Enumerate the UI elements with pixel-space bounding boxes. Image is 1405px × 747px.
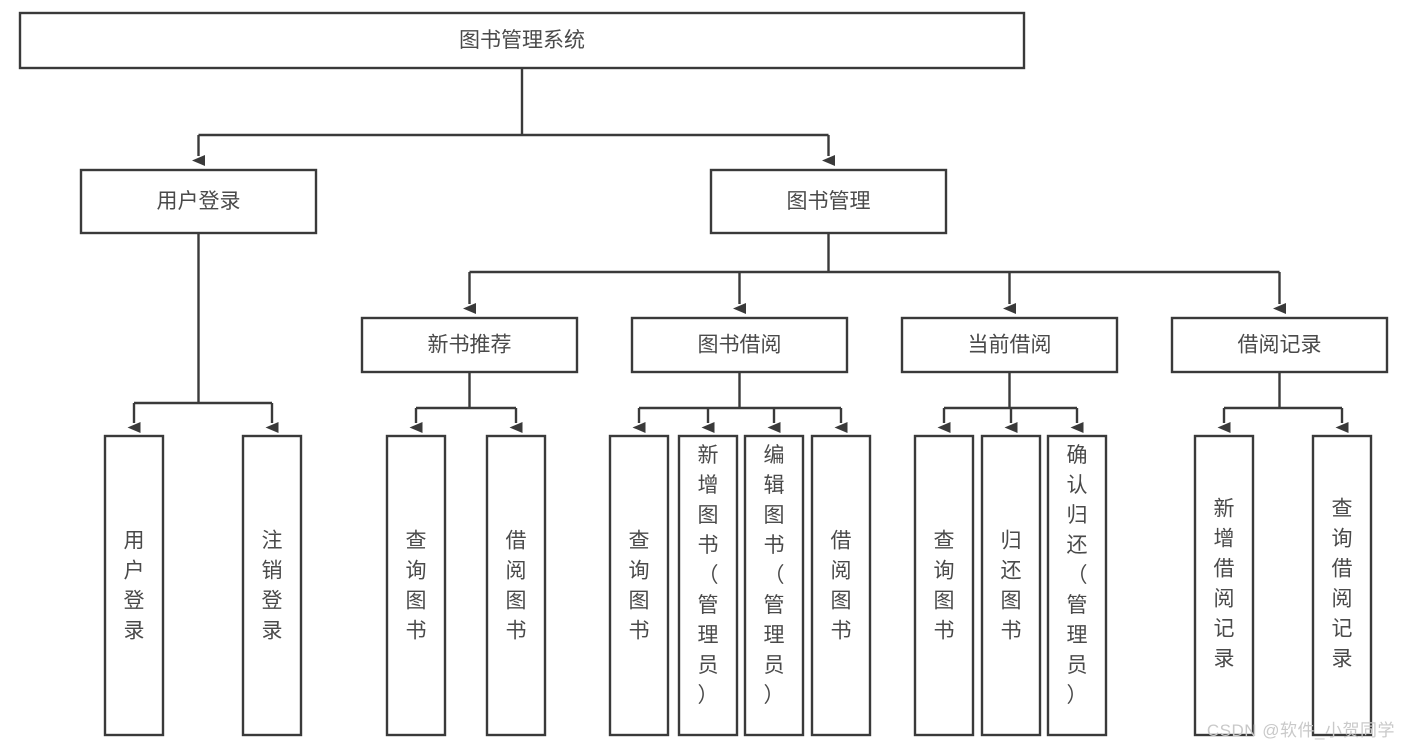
- node-book-management-label: 图书管理: [787, 190, 871, 213]
- leaf-leaf-borrow-book-recommend-label: 借阅图书: [506, 530, 527, 643]
- leaf-leaf-query-book-current-box: [913, 434, 975, 737]
- leaf-leaf-user-login-label: 用户登录: [124, 530, 145, 643]
- node-user-login-label: 用户登录: [157, 190, 241, 213]
- leaf-leaf-query-book-borrow-label: 查询图书: [629, 530, 650, 643]
- leaf-leaf-add-book-admin[interactable]: 新增图书（管理员）: [677, 434, 739, 737]
- leaf-leaf-query-borrow-record[interactable]: 查询借阅记录: [1311, 434, 1373, 737]
- leaf-leaf-edit-book-admin-label: 编辑图书（管理员）: [764, 444, 785, 707]
- node-book-management[interactable]: 图书管理: [709, 168, 948, 235]
- leaf-leaf-query-book-recommend-label: 查询图书: [406, 530, 427, 643]
- leaf-leaf-return-book[interactable]: 归还图书: [980, 434, 1042, 737]
- leaf-leaf-query-borrow-record-label: 查询借阅记录: [1332, 498, 1353, 671]
- leaf-leaf-query-book-borrow-box: [608, 434, 670, 737]
- leaf-leaf-add-book-admin-label: 新增图书（管理员）: [698, 444, 719, 707]
- leaf-leaf-add-borrow-record[interactable]: 新增借阅记录: [1193, 434, 1255, 737]
- leaf-leaf-confirm-return-admin-label: 确认归还（管理员）: [1067, 444, 1088, 707]
- connector-layer: [127, 68, 1349, 433]
- leaf-leaf-borrow-book-recommend-box: [485, 434, 547, 737]
- leaf-leaf-edit-book-admin-box: [743, 434, 805, 737]
- leaf-leaf-user-login[interactable]: 用户登录: [103, 434, 165, 737]
- leaf-leaf-query-borrow-record-box: [1311, 434, 1373, 737]
- node-root-box: [18, 11, 1026, 70]
- leaf-leaf-edit-book-admin[interactable]: 编辑图书（管理员）: [743, 434, 805, 737]
- node-borrow-record[interactable]: 借阅记录: [1170, 316, 1389, 374]
- node-new-book-recommend-box: [360, 316, 579, 374]
- node-current-borrow[interactable]: 当前借阅: [900, 316, 1119, 374]
- node-book-borrow-label: 图书借阅: [698, 334, 782, 357]
- watermark-text: CSDN @软件_小贺同学: [1206, 721, 1395, 740]
- leaf-leaf-return-book-label: 归还图书: [1001, 530, 1022, 643]
- leaf-leaf-add-borrow-record-box: [1193, 434, 1255, 737]
- node-book-borrow[interactable]: 图书借阅: [630, 316, 849, 374]
- leaf-leaf-return-book-box: [980, 434, 1042, 737]
- node-book-management-box: [709, 168, 948, 235]
- node-current-borrow-box: [900, 316, 1119, 374]
- node-new-book-recommend-label: 新书推荐: [428, 334, 512, 357]
- node-borrow-record-label: 借阅记录: [1238, 334, 1322, 357]
- leaf-leaf-logout-label: 注销登录: [262, 530, 283, 643]
- node-book-borrow-box: [630, 316, 849, 374]
- node-layer: 图书管理系统用户登录图书管理新书推荐图书借阅当前借阅借阅记录用户登录注销登录查询…: [18, 11, 1389, 737]
- leaf-leaf-confirm-return-admin[interactable]: 确认归还（管理员）: [1046, 434, 1108, 737]
- leaf-leaf-logout[interactable]: 注销登录: [241, 434, 303, 737]
- leaf-leaf-add-borrow-record-label: 新增借阅记录: [1214, 498, 1235, 671]
- leaf-leaf-add-book-admin-box: [677, 434, 739, 737]
- leaf-leaf-query-book-current-label: 查询图书: [934, 530, 955, 643]
- leaf-leaf-logout-box: [241, 434, 303, 737]
- leaf-leaf-query-book-recommend[interactable]: 查询图书: [385, 434, 447, 737]
- leaf-leaf-query-book-current[interactable]: 查询图书: [913, 434, 975, 737]
- leaf-leaf-borrow-book-label: 借阅图书: [831, 530, 852, 643]
- node-borrow-record-box: [1170, 316, 1389, 374]
- node-user-login-box: [79, 168, 318, 235]
- leaf-leaf-confirm-return-admin-box: [1046, 434, 1108, 737]
- node-user-login[interactable]: 用户登录: [79, 168, 318, 235]
- leaf-leaf-query-book-recommend-box: [385, 434, 447, 737]
- leaf-leaf-borrow-book-box: [810, 434, 872, 737]
- leaf-leaf-borrow-book-recommend[interactable]: 借阅图书: [485, 434, 547, 737]
- leaf-leaf-user-login-box: [103, 434, 165, 737]
- node-root[interactable]: 图书管理系统: [18, 11, 1026, 70]
- leaf-leaf-query-book-borrow[interactable]: 查询图书: [608, 434, 670, 737]
- node-new-book-recommend[interactable]: 新书推荐: [360, 316, 579, 374]
- leaf-leaf-borrow-book[interactable]: 借阅图书: [810, 434, 872, 737]
- node-current-borrow-label: 当前借阅: [968, 334, 1052, 357]
- node-root-label: 图书管理系统: [459, 29, 585, 52]
